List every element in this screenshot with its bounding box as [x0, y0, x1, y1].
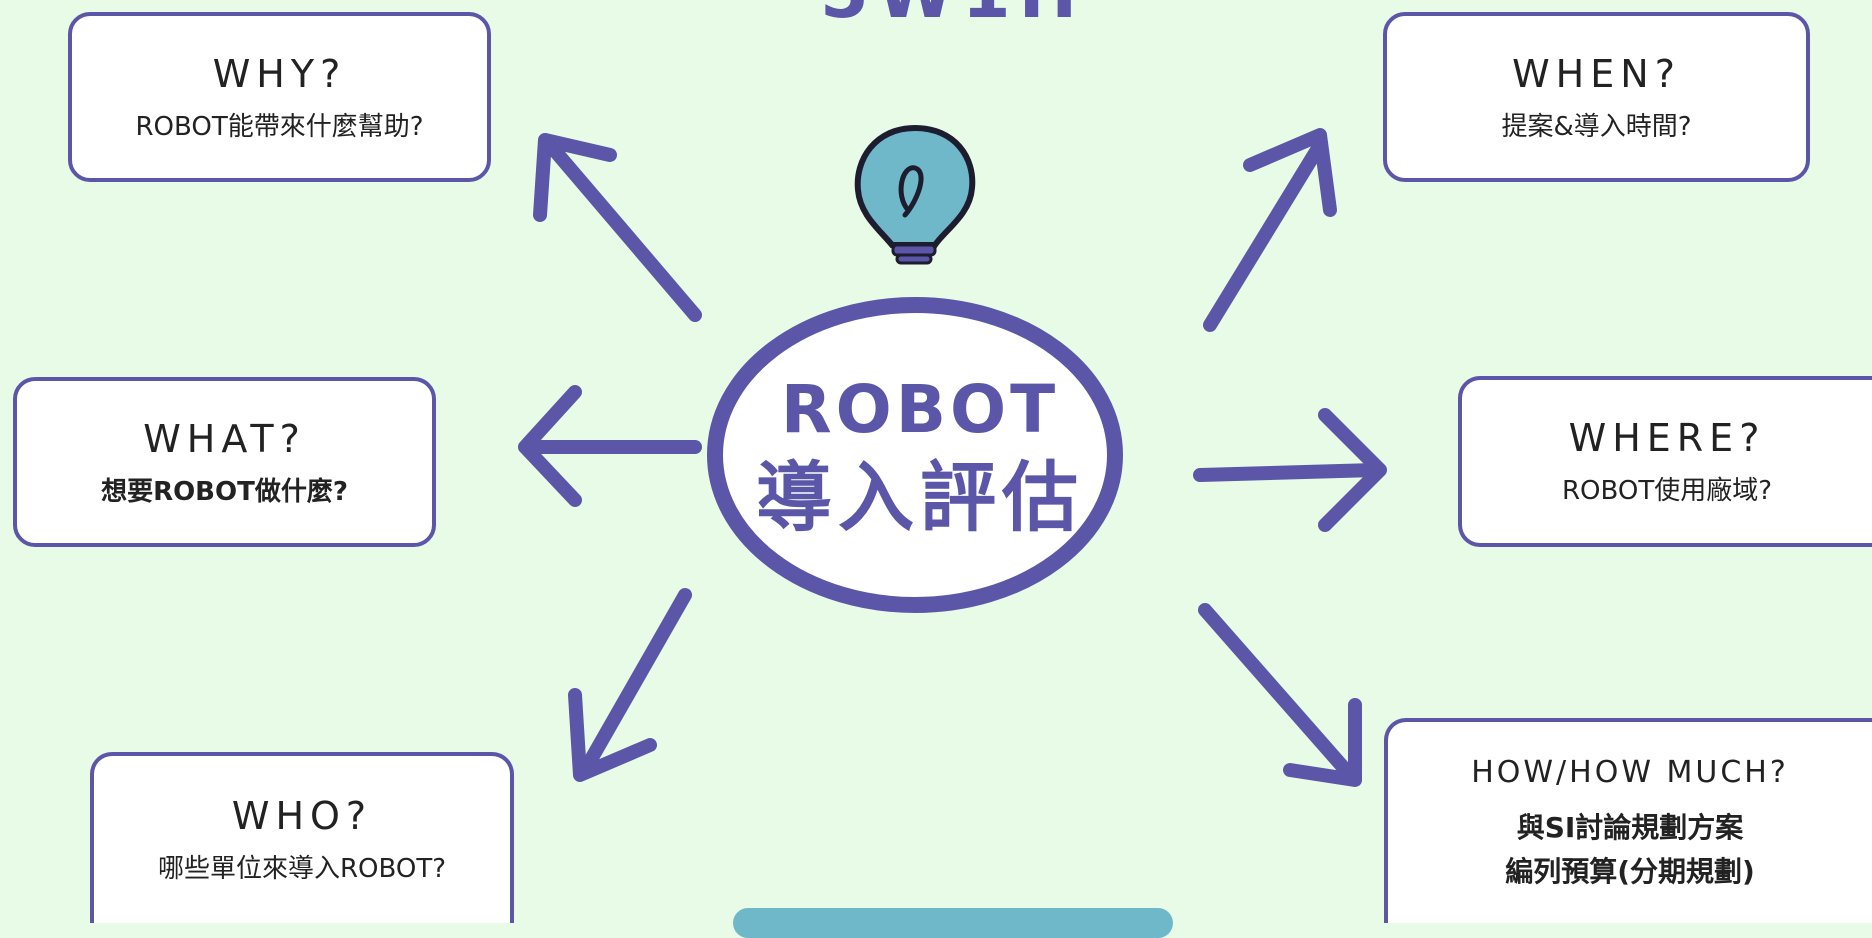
card-what-text: 想要ROBOT做什麼?: [101, 476, 348, 507]
center-subtitle: 導入評估: [756, 453, 1084, 542]
arrow-how: [1198, 603, 1362, 787]
card-where: WHERE? ROBOT使用廠域?: [1458, 376, 1872, 547]
card-how-heading: HOW/HOW MUCH?: [1471, 755, 1789, 790]
card-how: HOW/HOW MUCH? 與SI討論規劃方案 編列預算(分期規劃): [1384, 718, 1872, 923]
center-title: ROBOT: [780, 371, 1060, 448]
card-why-text: ROBOT能帶來什麼幫助?: [135, 111, 424, 142]
card-where-heading: WHERE?: [1568, 416, 1766, 460]
card-who-heading: WHO?: [231, 794, 373, 838]
card-how-line2: 編列預算(分期規劃): [1505, 855, 1755, 888]
card-when: WHEN? 提案&導入時間?: [1383, 12, 1810, 182]
arrow-where: [1193, 408, 1387, 532]
lightbulb-icon: [854, 124, 976, 265]
card-when-text: 提案&導入時間?: [1501, 111, 1692, 142]
bottom-tab: [733, 908, 1173, 938]
card-how-line1: 與SI討論規劃方案: [1516, 811, 1744, 844]
card-what-heading: WHAT?: [143, 416, 306, 461]
card-what: WHAT? 想要ROBOT做什麼?: [13, 377, 436, 547]
center-label: ROBOT 導入評估: [720, 370, 1120, 546]
card-why-heading: WHY?: [212, 51, 347, 96]
card-when-heading: WHEN?: [1512, 51, 1681, 96]
card-who-text: 哪些單位來導入ROBOT?: [157, 854, 447, 884]
card-where-text: ROBOT使用廠域?: [1561, 476, 1773, 506]
arrow-who: [568, 588, 692, 782]
arrow-what: [518, 385, 702, 507]
arrow-why: [533, 133, 702, 322]
card-who: WHO? 哪些單位來導入ROBOT?: [90, 752, 514, 923]
arrow-when: [1203, 128, 1337, 332]
center-ellipse: [707, 297, 1123, 613]
card-why: WHY? ROBOT能帶來什麼幫助?: [68, 12, 491, 182]
